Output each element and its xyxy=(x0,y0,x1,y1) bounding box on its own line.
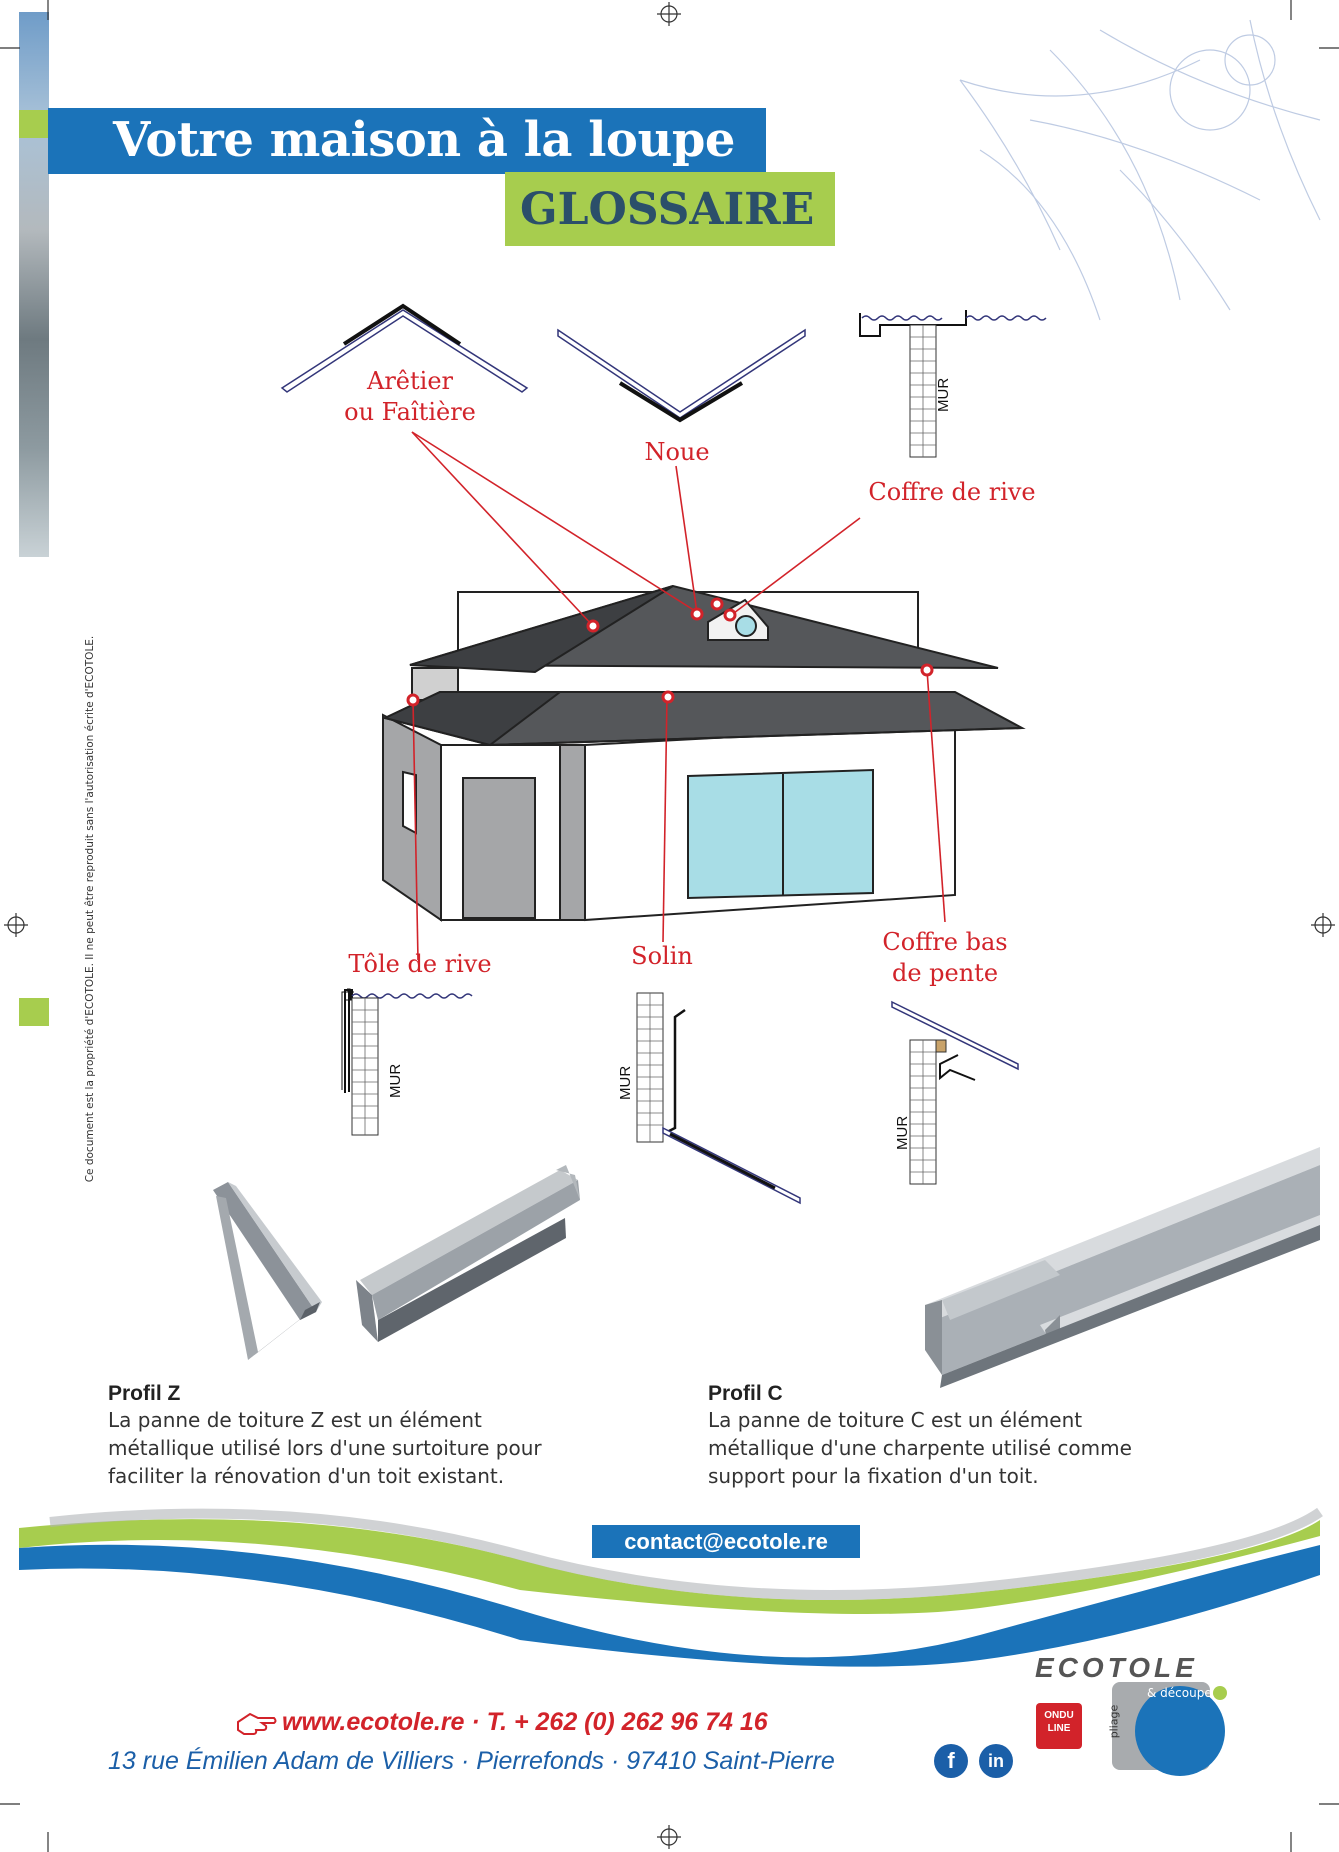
profil-c-line3: support pour la fixation d'un toit. xyxy=(708,1464,1039,1488)
profil-z-block: Profil Z La panne de toiture Z est un él… xyxy=(108,1382,668,1490)
contact-email[interactable]: contact@ecotole.re xyxy=(592,1525,860,1558)
linkedin-icon[interactable]: in xyxy=(979,1744,1013,1778)
facebook-icon[interactable]: f xyxy=(934,1744,968,1778)
footer-waves xyxy=(19,1507,1323,1667)
pliage-text: pliage xyxy=(1107,1704,1121,1739)
onduline-logo: ONDU LINE xyxy=(1036,1703,1082,1749)
label-coffre-bas: Coffre bas de pente xyxy=(870,927,1020,989)
profil-z-title: Profil Z xyxy=(108,1382,181,1405)
profil-c-block: Profil C La panne de toiture C est un él… xyxy=(708,1382,1268,1490)
pointing-hand-icon xyxy=(237,1712,277,1735)
mur-label-1: MUR xyxy=(935,378,952,412)
solin-detail xyxy=(636,992,801,1205)
profil-c-line1: La panne de toiture C est un élément xyxy=(708,1408,1083,1432)
subtitle-banner xyxy=(505,172,835,246)
address: 13 rue Émilien Adam de Villiers · Pierre… xyxy=(108,1747,835,1775)
page-title: Votre maison à la loupe xyxy=(113,112,735,168)
profil-z-line2: métallique utilisé lors d'une surtoiture… xyxy=(108,1436,542,1460)
house xyxy=(382,584,1026,922)
label-aretier: Arêtier ou Faîtière xyxy=(330,366,490,428)
label-solin: Solin xyxy=(631,942,693,970)
label-tole-rive: Tôle de rive xyxy=(348,950,492,978)
ecotole-logo: ECOTOLE xyxy=(1035,1652,1198,1683)
profil-c-line2: métallique d'une charpente utilisé comme xyxy=(708,1436,1132,1460)
page-subtitle: GLOSSAIRE xyxy=(520,184,815,235)
label-aretier-line2: ou Faîtière xyxy=(344,398,476,426)
noue-detail xyxy=(557,328,806,423)
logo-circle xyxy=(1135,1686,1225,1776)
profil-c-image xyxy=(925,1147,1320,1388)
green-square-mid xyxy=(19,998,49,1026)
website-phone[interactable]: www.ecotole.re · T. + 262 (0) 262 96 74 … xyxy=(282,1708,768,1736)
label-coffre-rive: Coffre de rive xyxy=(868,478,1036,506)
coffre-rive-detail xyxy=(859,310,1047,458)
label-coffre-bas-line1: Coffre bas xyxy=(882,928,1008,956)
profil-z-line3: faciliter la rénovation d'un toit exista… xyxy=(108,1464,505,1488)
aretier-detail xyxy=(280,303,529,393)
profil-c-title: Profil C xyxy=(708,1382,783,1405)
profil-z-image xyxy=(213,1165,580,1360)
label-noue: Noue xyxy=(644,438,710,466)
coffre-bas-detail xyxy=(891,1000,1019,1185)
side-photo-strip xyxy=(19,12,49,557)
logo-green-dot xyxy=(1213,1686,1227,1700)
title-banner xyxy=(48,108,766,174)
label-aretier-line1: Arêtier xyxy=(366,367,453,395)
profil-z-line1: La panne de toiture Z est un élément xyxy=(108,1408,482,1432)
mur-label-4: MUR xyxy=(894,1116,911,1150)
green-square-top xyxy=(19,110,49,138)
decoupe-text: & découpe xyxy=(1147,1686,1212,1700)
tole-rive-detail xyxy=(341,988,473,1136)
label-coffre-bas-line2: de pente xyxy=(891,959,999,987)
mur-label-3: MUR xyxy=(617,1066,634,1100)
mur-label-2: MUR xyxy=(387,1064,404,1098)
